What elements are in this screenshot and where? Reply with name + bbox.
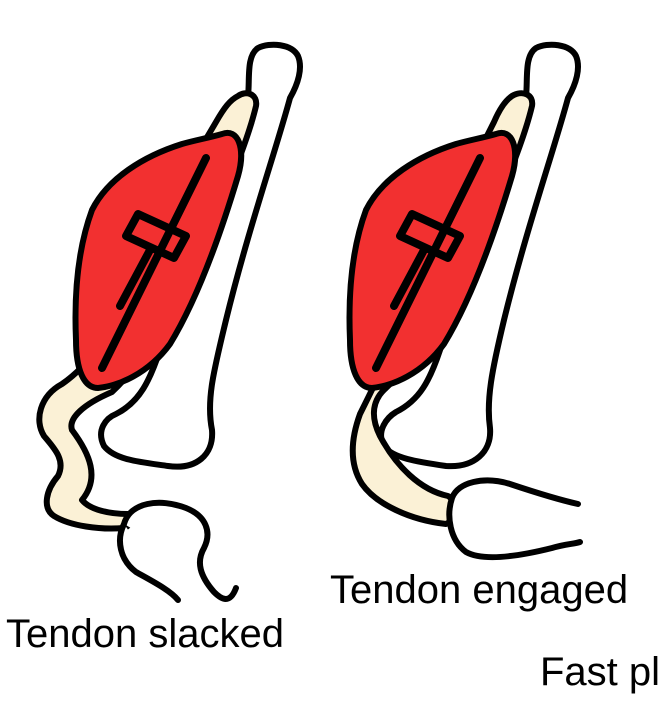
left-sarcomere-filament-2 <box>116 246 154 310</box>
fast-label: Fast pl <box>540 650 661 694</box>
left-leg-panel <box>36 41 303 603</box>
sarcomere-icon <box>396 210 464 262</box>
sarcomere-icon <box>122 210 190 262</box>
tendon-engaged-label: Tendon engaged <box>330 568 629 612</box>
right-leg-panel <box>346 41 583 561</box>
right-sarcomere-filament-2 <box>390 246 428 310</box>
left-sarcomere-filament <box>98 154 210 372</box>
right-sarcomere-filament <box>372 154 484 372</box>
tendon-slacked-label: Tendon slacked <box>6 612 284 656</box>
right-lower-bone <box>446 477 583 561</box>
left-lower-bone <box>117 499 239 603</box>
